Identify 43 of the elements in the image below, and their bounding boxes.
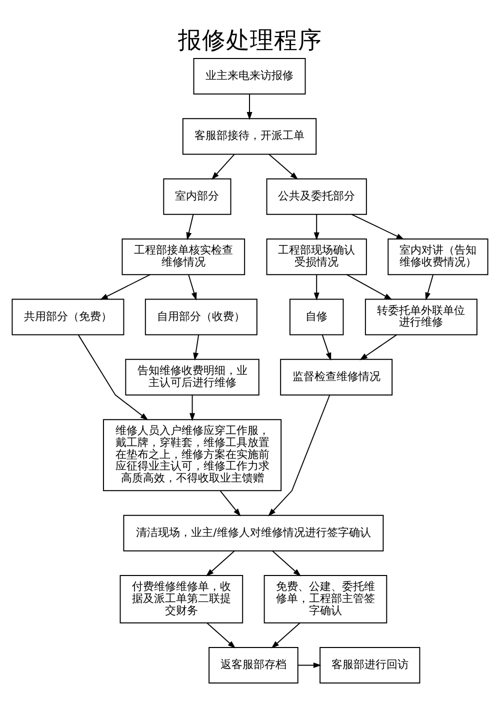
arrow (206, 550, 236, 576)
node-box: 客服部接待，开派工单 (182, 118, 317, 155)
arrow (346, 274, 392, 300)
arrow (425, 274, 434, 300)
node-box: 客服部进行回访 (320, 647, 420, 684)
arrow (314, 214, 320, 240)
node-box: 室内部分 (163, 178, 232, 215)
arrow (268, 154, 298, 180)
arrow (186, 214, 194, 240)
diagram-title: 报修处理程序 (178, 26, 322, 54)
arrow (351, 214, 404, 240)
arrow (188, 274, 197, 300)
arrow (211, 154, 235, 180)
node-box: 返客服部存档 (208, 647, 298, 684)
arrow (268, 394, 330, 516)
arrow (78, 334, 148, 420)
node-box: 监督检查维修情况 (280, 358, 393, 396)
node-box: 付费维修维修单，收据及派工单第二联提交财务 (120, 575, 244, 624)
node-box: 工程部接单核实检查维修情况 (122, 238, 246, 276)
node-box: 告知维修收费明细，业主认可后进行维修 (125, 358, 260, 396)
node-box: 室内对讲（告知维修收费情况） (388, 238, 488, 276)
arrow (100, 274, 150, 300)
node-box: 维修人员入户维修应穿工作服，戴工牌，穿鞋套，维修工具放置在垫布之上，维修方案在实施前应征得业主认可，维修工作力求高质高效，不得收取业主馈赠 (102, 419, 282, 492)
arrow (190, 394, 196, 422)
arrow (220, 490, 241, 516)
arrow (360, 334, 398, 360)
node-box: 共用部分（免费） (12, 298, 124, 336)
node-box: 转委托单外联单位进行维修 (364, 298, 478, 336)
arrow (193, 334, 200, 361)
node-box: 自用部分（收费） (144, 298, 258, 336)
node-box: 业主来电来访报修 (193, 58, 306, 94)
node-box: 免费、公建、委托维修单，工程部主管签字确认 (264, 575, 388, 624)
node-box: 自修 (289, 298, 344, 336)
arrow (246, 94, 252, 120)
arrow (272, 550, 302, 576)
node-box: 工程部现场确认受损情况 (266, 238, 367, 276)
arrow (271, 622, 300, 648)
arrow (314, 274, 320, 300)
arrow (298, 662, 322, 668)
arrow (206, 622, 236, 648)
arrow (322, 334, 332, 361)
node-box: 清洁现场，业主/维修人对维修情况进行签字确认 (123, 514, 384, 552)
node-box: 公共及委托部分 (266, 178, 367, 215)
